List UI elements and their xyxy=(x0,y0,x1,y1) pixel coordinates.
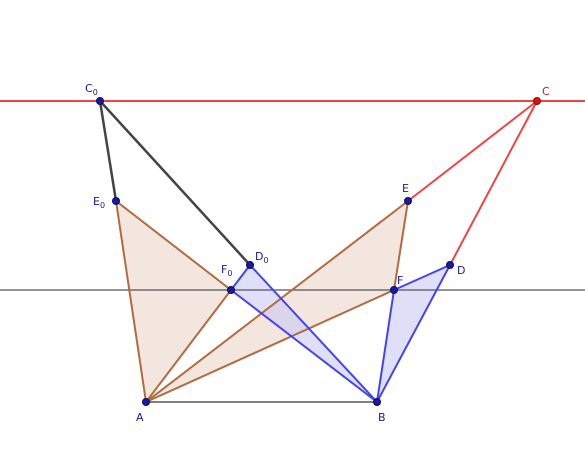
segment-A-F xyxy=(145,289,395,403)
point-B[interactable] xyxy=(373,398,381,406)
label-C: C xyxy=(542,85,550,98)
point-E0[interactable] xyxy=(112,197,120,205)
label-F: F xyxy=(397,274,403,287)
triangle-A-E0-F0 xyxy=(116,201,231,402)
point-F0[interactable] xyxy=(227,286,235,294)
label-F0: F0 xyxy=(221,263,232,278)
point-D0[interactable] xyxy=(246,261,254,269)
point-C0[interactable] xyxy=(96,97,104,105)
segment-E-C xyxy=(407,100,538,202)
segment-D-F xyxy=(393,264,451,291)
label-E0: E0 xyxy=(93,195,105,210)
triangle-B-D0-F0 xyxy=(231,265,377,402)
segment-D0-F0 xyxy=(230,264,251,291)
segment-B-D xyxy=(376,264,451,403)
segment-B-F0 xyxy=(230,289,378,403)
point-F[interactable] xyxy=(390,286,398,294)
segment-B-F xyxy=(376,289,395,403)
segment-E0-F0 xyxy=(115,200,232,291)
point-D[interactable] xyxy=(446,261,454,269)
segment-B-D0 xyxy=(249,264,378,403)
segment-A-F0 xyxy=(145,289,232,403)
segment-C0-E0 xyxy=(98,100,118,202)
segment-C0-D0 xyxy=(99,100,251,266)
segment-A-E xyxy=(145,200,409,403)
label-B: B xyxy=(378,411,386,424)
label-E: E xyxy=(402,182,409,195)
segment-A-E0 xyxy=(115,200,147,403)
label-C0: C0 xyxy=(85,82,98,97)
point-A[interactable] xyxy=(142,398,150,406)
point-C[interactable] xyxy=(533,97,541,105)
segment-E-F xyxy=(393,200,409,291)
point-E[interactable] xyxy=(404,197,412,205)
label-D0: D0 xyxy=(255,250,269,265)
label-D: D xyxy=(457,264,465,277)
segment-C-D xyxy=(449,100,538,266)
label-A: A xyxy=(136,411,144,424)
